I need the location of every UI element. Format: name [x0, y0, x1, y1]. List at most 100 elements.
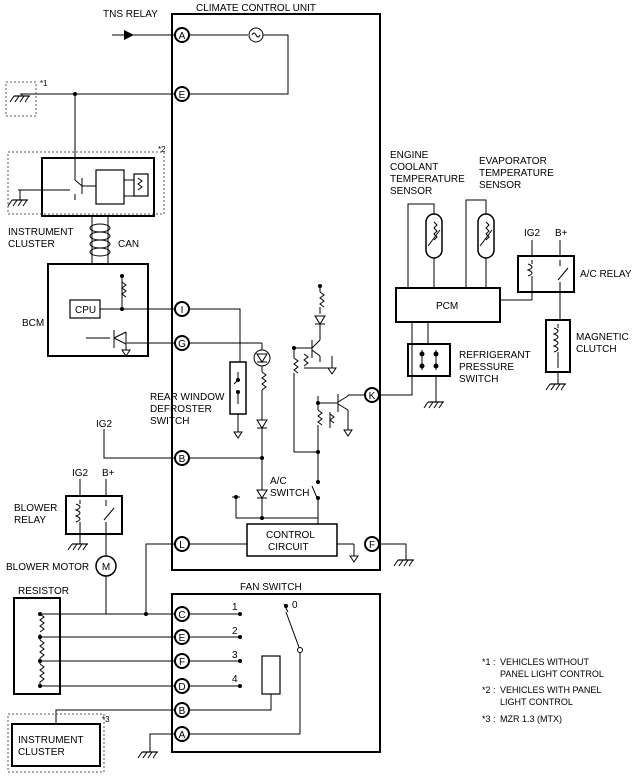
- bcm-label: BCM: [22, 318, 44, 329]
- engine-coolant-label-4: SENSOR: [390, 186, 432, 197]
- note-2-mark: *2 :: [482, 685, 496, 695]
- rear-window-label-3: SWITCH: [150, 416, 189, 427]
- instrument-cluster-label-1: INSTRUMENT: [8, 227, 74, 238]
- pin-f: F: [369, 540, 375, 551]
- fan-pin-b: B: [179, 706, 186, 717]
- bplus-label-ac: B+: [555, 228, 568, 239]
- evaporator-label-1: EVAPORATOR: [479, 156, 547, 167]
- fan-position-2: 2: [232, 626, 238, 637]
- resistor-box: [13, 597, 61, 695]
- note-2-line-2: LIGHT CONTROL: [500, 697, 573, 707]
- fan-pin-f: F: [179, 657, 185, 668]
- ig2-label-b: IG2: [96, 419, 113, 430]
- ac-relay-box: [517, 255, 575, 293]
- blower-relay-contact-icon: [103, 500, 115, 534]
- can-bus-icon: [89, 216, 111, 264]
- cpu-label: CPU: [75, 305, 96, 316]
- instrument-cluster-3-box: [11, 723, 101, 767]
- engine-coolant-label-2: COOLANT: [390, 162, 438, 173]
- fan-switch-box: [171, 593, 381, 753]
- pcm-box: [395, 287, 501, 323]
- magnetic-clutch-label-2: CLUTCH: [576, 344, 617, 355]
- ac-switch-label-1: A/C: [270, 476, 287, 487]
- blower-relay-coil-icon: [74, 500, 81, 534]
- fan-pin-c: C: [178, 610, 185, 621]
- tns-arrow-icon: [124, 30, 134, 40]
- instrument-cluster-3-label-2: CLUSTER: [18, 747, 65, 758]
- can-label: CAN: [118, 239, 139, 250]
- fan-switch-title: FAN SWITCH: [240, 582, 302, 593]
- blower-relay-label-1: BLOWER: [14, 503, 57, 514]
- fan-position-3: 3: [232, 650, 238, 661]
- evaporator-label-2: TEMPERATURE: [479, 168, 554, 179]
- fan-position-0: 0: [292, 600, 298, 611]
- fan-switch-lamp: [261, 655, 281, 695]
- bcm-box: [47, 263, 149, 357]
- pin-i: I: [181, 305, 184, 316]
- note-1-line-1: VEHICLES WITHOUT: [500, 657, 590, 667]
- ac-indicator-led-icon: [314, 315, 326, 325]
- note-2-line-1: VEHICLES WITH PANEL: [500, 685, 601, 695]
- fan-pin-a: A: [179, 730, 186, 741]
- engine-coolant-sensor-icon: [425, 213, 443, 259]
- pin-b: B: [179, 454, 186, 465]
- note-3-mark: *3 :: [482, 714, 496, 724]
- fan-selector-icon: [285, 611, 301, 651]
- fan-pin-e: E: [179, 633, 186, 644]
- evaporator-label-3: SENSOR: [479, 180, 521, 191]
- note-mark-3: *3: [102, 715, 110, 724]
- diode-icon: [256, 419, 268, 429]
- ig2-label-blower: IG2: [72, 468, 89, 479]
- pcm-label: PCM: [436, 301, 458, 312]
- pin-g: G: [178, 339, 186, 350]
- pin-k: K: [369, 391, 376, 402]
- control-circuit-box: [246, 523, 338, 557]
- note-1-mark: *1 :: [482, 657, 496, 667]
- ac-relay-contact-icon: [557, 260, 569, 292]
- note-mark-1: *1: [40, 79, 48, 88]
- control-circuit-label-1: CONTROL: [266, 530, 315, 541]
- note-mark-2: *2: [158, 145, 166, 154]
- blower-motor-label: BLOWER MOTOR: [6, 562, 89, 573]
- blower-relay-box: [65, 495, 123, 535]
- pin-l: L: [179, 540, 185, 551]
- magnetic-clutch-coil-icon: [552, 324, 559, 368]
- tns-relay-label: TNS RELAY: [103, 9, 158, 20]
- climate-control-unit-title: CLIMATE CONTROL UNIT: [196, 3, 316, 14]
- refrigerant-label-3: SWITCH: [459, 374, 498, 385]
- rear-window-label-2: DEFROSTER: [150, 404, 212, 415]
- instrument-cluster-box: [41, 157, 155, 217]
- engine-coolant-label-1: ENGINE: [390, 150, 429, 161]
- ac-switch-label-2: SWITCH: [270, 488, 309, 499]
- fan-position-4: 4: [232, 674, 238, 685]
- bplus-label-blower: B+: [102, 468, 115, 479]
- fan-position-1: 1: [232, 602, 238, 613]
- resistor-label: RESISTOR: [18, 586, 69, 597]
- refrigerant-label-1: REFRIGERANT: [459, 350, 531, 361]
- instrument-cluster-label-2: CLUSTER: [8, 239, 55, 250]
- control-circuit-label-2: CIRCUIT: [268, 542, 309, 553]
- fan-pin-d: D: [178, 682, 185, 693]
- engine-coolant-label-3: TEMPERATURE: [390, 174, 465, 185]
- blower-relay-label-2: RELAY: [14, 515, 46, 526]
- blower-motor-m: M: [102, 562, 110, 573]
- cluster-transistor-icon: [74, 178, 96, 194]
- climate-control-unit-box: [171, 13, 381, 571]
- rear-window-defroster-switch: [229, 361, 247, 415]
- ac-relay-label: A/C RELAY: [580, 269, 632, 280]
- ig2-label-ac: IG2: [524, 228, 541, 239]
- pin-e: E: [179, 90, 186, 101]
- ac-relay-coil-icon: [526, 260, 533, 292]
- bcm-transistor-icon: [113, 330, 127, 348]
- indicator-led-icon: [253, 349, 271, 367]
- pin-a: A: [179, 31, 186, 42]
- refrigerant-label-2: PRESSURE: [459, 362, 514, 373]
- refrigerant-pressure-switch: [407, 343, 451, 377]
- note-1-line-2: PANEL LIGHT CONTROL: [500, 669, 604, 679]
- instrument-cluster-3-label-1: INSTRUMENT: [18, 735, 84, 746]
- rear-window-label-1: REAR WINDOW: [150, 392, 225, 403]
- note-3-line-1: MZR 1.3 (MTX): [500, 714, 562, 724]
- evaporator-sensor-icon: [477, 213, 495, 259]
- magnetic-clutch-label-1: MAGNETIC: [576, 332, 629, 343]
